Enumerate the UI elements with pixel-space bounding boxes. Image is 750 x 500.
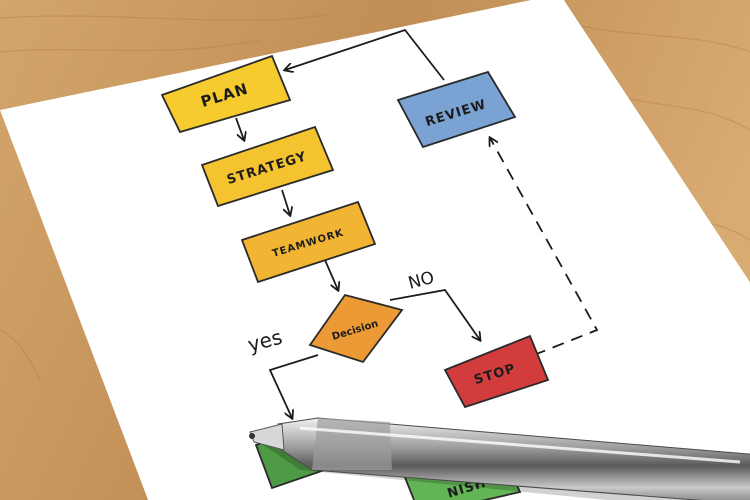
step-stop: STOP (443, 334, 550, 409)
connector-teamwork-decision (324, 259, 338, 290)
connector-decision-no (389, 289, 480, 340)
pen-grip (312, 418, 392, 470)
pen-highlight (299, 426, 741, 464)
step-teamwork: TEAMWORK (240, 200, 377, 284)
connector-plan-strategy (235, 117, 244, 140)
pen-nib (249, 433, 255, 439)
step-plan: PLAN (160, 54, 292, 134)
connector-review-plan (285, 28, 445, 81)
connector-decision-yes (268, 354, 319, 418)
connector-strategy-teamwork (281, 189, 290, 215)
connector-stop-review (490, 138, 599, 356)
silver-pen (249, 417, 750, 500)
step-review: REVIEW (396, 70, 517, 149)
step-strategy: STRATEGY (200, 125, 335, 208)
step-decision: Decision (308, 293, 404, 364)
